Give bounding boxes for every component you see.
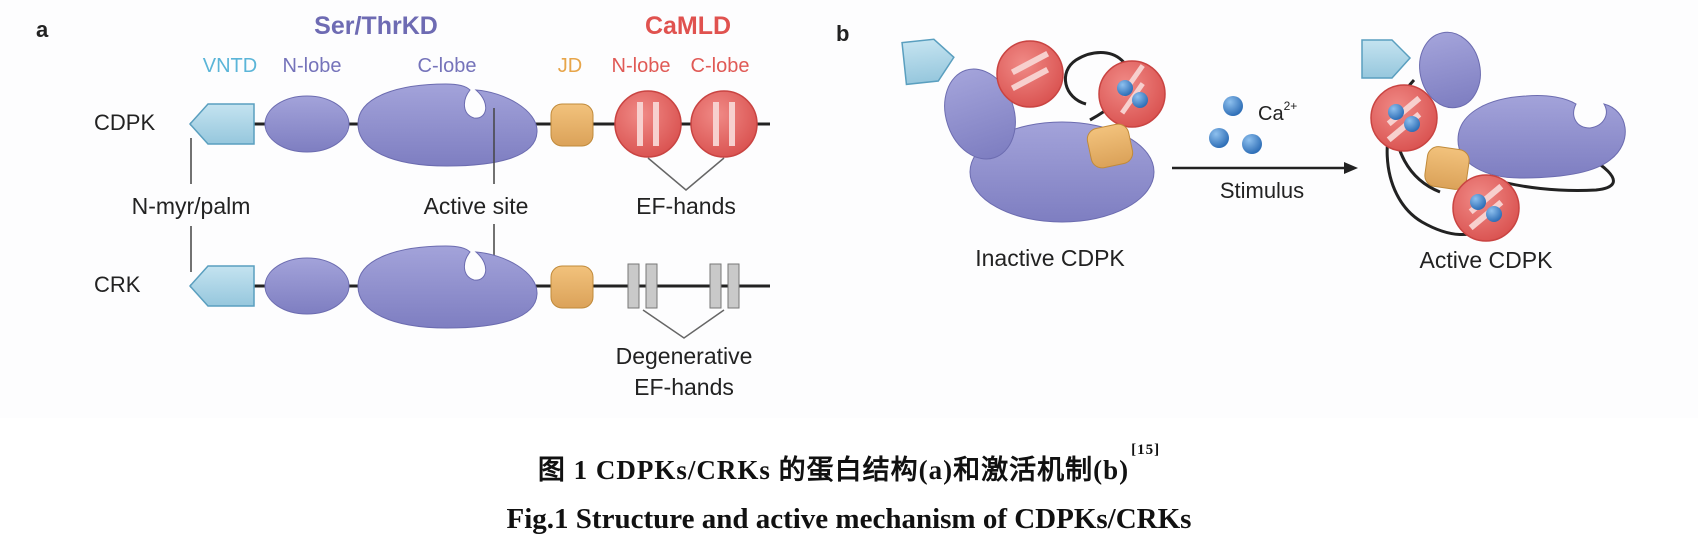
stimulus-arrow-head	[1344, 162, 1358, 174]
panel-a-letter: a	[36, 17, 49, 42]
degenerative-bracket	[642, 309, 725, 339]
crk-degenerative-ef-1	[627, 263, 658, 309]
crk-jd-domain	[550, 265, 594, 309]
cdpk-ef-bar	[653, 102, 659, 146]
cdpk-ef-clobe	[690, 90, 758, 158]
figure-caption-chinese: 图 1 CDPKs/CRKs 的蛋白结构(a)和激活机制(b)[15]	[0, 442, 1698, 487]
cdpk-ef-bar	[729, 102, 735, 146]
active-site-label: Active site	[424, 193, 529, 219]
figure-panels: a Ser/ThrKD CaMLD VNTD N-lobe C-lobe JD …	[36, 12, 1626, 400]
vntd-label: VNTD	[203, 55, 257, 77]
degenerative-label-2: EF-hands	[634, 374, 734, 400]
calcium-label: Ca2+	[1258, 99, 1297, 125]
kd-clobe-label: C-lobe	[418, 55, 477, 77]
caption-reference: [15]	[1131, 442, 1161, 458]
figure-caption-english: Fig.1 Structure and active mechanism of …	[506, 503, 1192, 535]
active-cdpk-structure	[1361, 31, 1626, 242]
calcium-ions	[1209, 96, 1262, 154]
jd-label: JD	[558, 55, 582, 77]
camld-title: CaMLD	[645, 12, 731, 40]
cdpk-jd-domain	[550, 103, 594, 147]
figure-svg: a Ser/ThrKD CaMLD VNTD N-lobe C-lobe JD …	[36, 12, 1626, 400]
crk-kd-nlobe	[264, 257, 350, 315]
row-label-cdpk: CDPK	[94, 110, 155, 135]
cdpk-ef-bar	[713, 102, 719, 146]
stimulus-label: Stimulus	[1220, 178, 1304, 203]
kd-nlobe-label: N-lobe	[283, 55, 342, 77]
caption-cn-text: 图 1 CDPKs/CRKs 的蛋白结构(a)和激活机制(b)	[537, 455, 1130, 485]
cam-clobe-label: C-lobe	[691, 55, 750, 77]
inactive-cdpk-label: Inactive CDPK	[975, 245, 1125, 271]
cdpk-kd-nlobe	[264, 95, 350, 153]
calcium-symbol: Ca	[1258, 103, 1284, 125]
cam-nlobe-label: N-lobe	[612, 55, 671, 77]
panel-b-letter: b	[836, 21, 849, 46]
calcium-charge: 2+	[1284, 99, 1298, 113]
cdpk-ef-nlobe	[614, 90, 682, 158]
ef-hands-label: EF-hands	[636, 193, 736, 219]
crk-kd-clobe	[357, 245, 538, 329]
row-label-crk: CRK	[94, 272, 141, 297]
degenerative-label-1: Degenerative	[616, 343, 753, 369]
ser-thr-kd-title: Ser/ThrKD	[314, 12, 438, 40]
active-cdpk-label: Active CDPK	[1420, 247, 1554, 273]
cdpk-ef-bar	[637, 102, 643, 146]
crk-vntd-domain	[188, 265, 255, 307]
nmyr-label: N-myr/palm	[132, 193, 251, 219]
cdpk-vntd-domain	[188, 103, 255, 145]
ef-hands-bracket	[647, 157, 725, 191]
crk-degenerative-ef-2	[709, 263, 740, 309]
cdpk-kd-clobe	[357, 83, 538, 167]
inactive-cdpk-structure	[901, 38, 1166, 223]
